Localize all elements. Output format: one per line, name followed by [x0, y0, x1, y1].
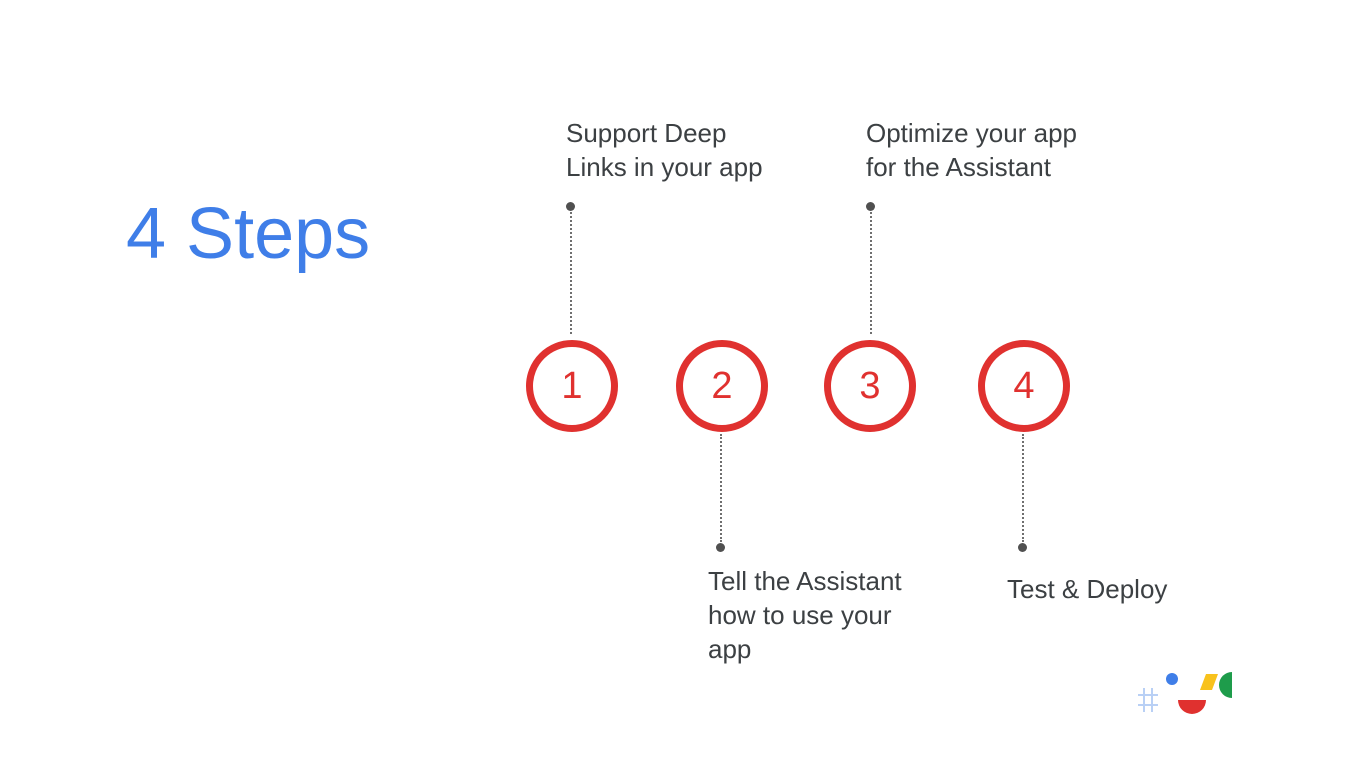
step-4-connector-dot	[1018, 543, 1027, 552]
step-4-connector	[1022, 434, 1024, 542]
step-4-label: Test & Deploy	[1007, 572, 1167, 606]
step-3-connector	[870, 212, 872, 334]
step-2-connector-dot	[716, 543, 725, 552]
step-2-circle: 2	[676, 340, 768, 432]
step-4-number: 4	[1013, 365, 1035, 407]
step-3-label-line: for the Assistant	[866, 152, 1051, 182]
step-1-label-line: Links in your app	[566, 152, 763, 182]
step-1-label: Support Deep Links in your app	[566, 116, 763, 184]
step-2-label: Tell the Assistant how to use your app	[708, 564, 902, 666]
step-4-label-line: Test & Deploy	[1007, 574, 1168, 604]
step-3-circle: 3	[824, 340, 916, 432]
step-2-label-line: app	[708, 634, 752, 664]
step-4-circle: 4	[978, 340, 1070, 432]
step-2-number: 2	[711, 365, 733, 407]
step-3-connector-dot	[866, 202, 875, 211]
step-2-connector	[720, 434, 722, 542]
step-1-connector	[570, 212, 572, 334]
slide-title: 4 Steps	[126, 194, 371, 274]
step-3-label-line: Optimize your app	[866, 118, 1077, 148]
step-2-label-line: how to use your	[708, 600, 892, 630]
step-1-number: 1	[561, 365, 583, 407]
step-3-label: Optimize your app for the Assistant	[866, 116, 1077, 184]
step-1-connector-dot	[566, 202, 575, 211]
step-2-label-line: Tell the Assistant	[708, 566, 902, 596]
step-3-number: 3	[859, 365, 881, 407]
step-1-circle: 1	[526, 340, 618, 432]
google-io-shapes-icon	[1138, 672, 1232, 714]
step-1-label-line: Support Deep	[566, 118, 727, 148]
